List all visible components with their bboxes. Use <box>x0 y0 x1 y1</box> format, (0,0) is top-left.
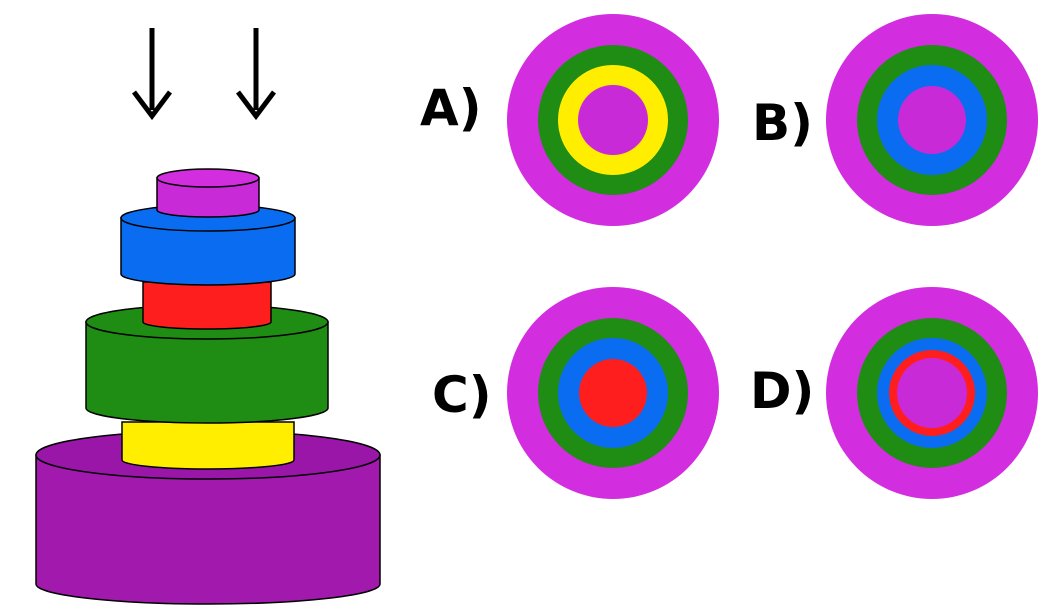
option-b[interactable]: B) <box>752 14 1038 226</box>
option-c-label: C) <box>432 366 492 424</box>
down-arrow-icon <box>132 28 172 121</box>
option-d-label: D) <box>750 362 814 420</box>
option-c-target <box>507 287 719 499</box>
option-b-label: B) <box>752 94 813 152</box>
option-a[interactable]: A) <box>420 14 719 226</box>
option-a-label: A) <box>420 79 482 137</box>
option-a-target <box>507 14 719 226</box>
option-d-target <box>826 287 1038 499</box>
cylinder-yellow <box>121 421 295 470</box>
down-arrow-icon <box>236 28 276 121</box>
down-arrows <box>132 28 276 121</box>
cylinder-stack <box>35 168 381 605</box>
option-b-target <box>826 14 1038 226</box>
option-d[interactable]: D) <box>750 287 1038 499</box>
option-c[interactable]: C) <box>432 287 719 499</box>
cylinder-red <box>142 281 272 330</box>
cylinder-top-purple <box>156 168 260 218</box>
